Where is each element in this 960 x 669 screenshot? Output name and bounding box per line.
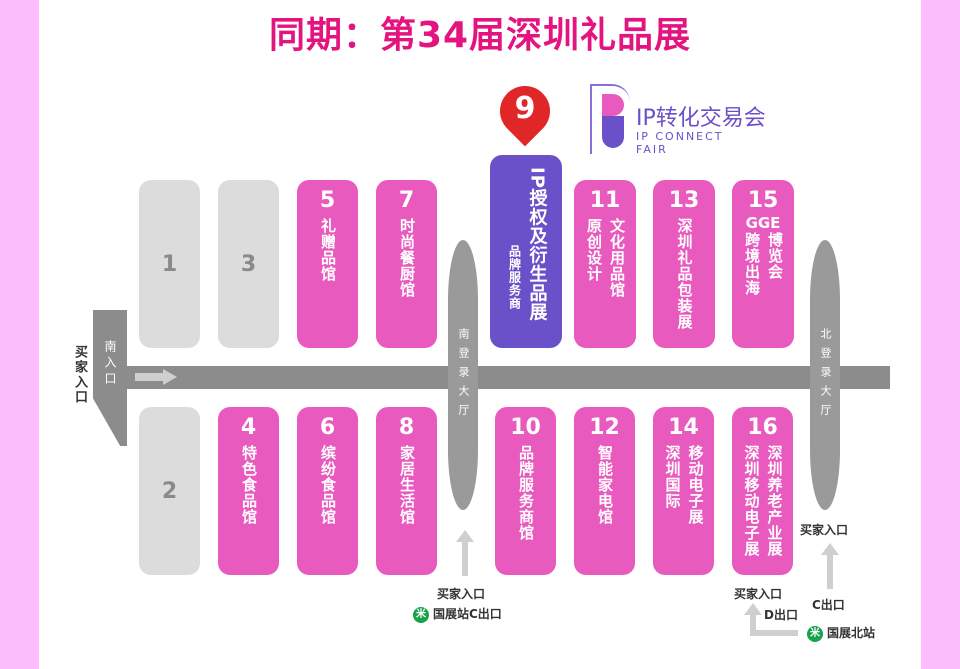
buyer-entrance-south-label: 买家入口 bbox=[72, 345, 87, 405]
main-road bbox=[93, 366, 890, 389]
hall-9-name: IP授权及衍生品展 bbox=[526, 167, 548, 322]
metro-north-label: 国展北站 bbox=[827, 626, 876, 640]
arrow-up-icon bbox=[744, 603, 762, 636]
metro-icon: 米 bbox=[413, 606, 429, 623]
hall-number: 8 bbox=[398, 415, 415, 440]
hall-name: 移动电子展 bbox=[686, 445, 705, 525]
hall-number: 14 bbox=[668, 415, 699, 440]
hall-9[interactable]: 品牌服务商 IP授权及衍生品展 bbox=[490, 155, 562, 348]
hall-number: 2 bbox=[161, 478, 178, 504]
hall-number: 15 bbox=[747, 188, 779, 213]
arrow-up-icon bbox=[821, 543, 839, 589]
hall-11[interactable]: 11 原创设计文化用品馆 bbox=[574, 180, 636, 348]
metro-icon: 米 bbox=[807, 625, 823, 642]
north-lobby[interactable]: 北登录大厅 bbox=[810, 240, 840, 510]
north-lobby-label: 北登录大厅 bbox=[819, 327, 832, 423]
hall-sub: GGE bbox=[745, 214, 781, 232]
buyer-entrance-label: 买家入口 bbox=[437, 587, 486, 601]
hall-name: 深圳移动电子展 bbox=[742, 445, 761, 557]
hall-5[interactable]: 5 礼赠品馆 bbox=[297, 180, 358, 348]
hall-number: 3 bbox=[240, 251, 257, 277]
south-lobby[interactable]: 南登录大厅 bbox=[448, 240, 478, 510]
metro-south-label: 国展站C出口 bbox=[433, 607, 502, 621]
path-line bbox=[750, 630, 798, 636]
south-entrance-label: 南入口 bbox=[103, 340, 117, 388]
location-pin-icon: 9 bbox=[489, 75, 561, 156]
hall-name: 跨境出海 bbox=[743, 232, 761, 296]
hall-16[interactable]: 16 深圳移动电子展深圳养老产业展 bbox=[732, 407, 793, 575]
metro-north[interactable]: 米国展北站 bbox=[807, 624, 875, 642]
hall-number: 11 bbox=[589, 188, 621, 213]
hall-number: 12 bbox=[589, 415, 620, 440]
hall-number: 1 bbox=[161, 251, 178, 277]
hall-name: 深圳礼品包装展 bbox=[675, 218, 694, 330]
hall-name: 家居生活馆 bbox=[398, 445, 416, 525]
hall-number: 16 bbox=[747, 415, 778, 440]
hall-name: 智能家电馆 bbox=[596, 445, 614, 525]
hall-7[interactable]: 7 时尚餐厨馆 bbox=[376, 180, 437, 348]
hall-name: 深圳国际 bbox=[663, 445, 682, 509]
hall-2[interactable]: 2 bbox=[139, 407, 200, 575]
hall-3[interactable]: 3 bbox=[218, 180, 279, 348]
hall-6[interactable]: 6 缤纷食品馆 bbox=[297, 407, 358, 575]
hall-12[interactable]: 12 智能家电馆 bbox=[574, 407, 635, 575]
south-lobby-label: 南登录大厅 bbox=[457, 327, 470, 423]
hall-name: 缤纷食品馆 bbox=[319, 445, 337, 525]
page-title: 同期：第34届深圳礼品展 bbox=[268, 15, 692, 56]
hall-name: 时尚餐厨馆 bbox=[398, 218, 416, 298]
hall-name: 品牌服务商馆 bbox=[517, 445, 535, 541]
hall-name: 特色食品馆 bbox=[240, 445, 258, 525]
hall-1[interactable]: 1 bbox=[139, 180, 200, 348]
buyer-entrance-d-label: 买家入口 bbox=[734, 587, 783, 601]
hall-number: 10 bbox=[510, 415, 541, 440]
hall-name: 礼赠品馆 bbox=[319, 218, 337, 282]
hall-14[interactable]: 14 深圳国际移动电子展 bbox=[653, 407, 714, 575]
exit-d-label: D出口 bbox=[764, 608, 798, 622]
hall-name: 原创设计 bbox=[585, 218, 603, 282]
hall-name: 深圳养老产业展 bbox=[765, 445, 784, 557]
hall-name: 博览会 bbox=[766, 232, 784, 280]
hall-10[interactable]: 10 品牌服务商馆 bbox=[495, 407, 556, 575]
hall-9-sub: 品牌服务商 bbox=[507, 245, 522, 310]
buyer-entrance-north-label: 买家入口 bbox=[800, 523, 849, 537]
hall-number: 5 bbox=[319, 188, 336, 213]
hall-number: 6 bbox=[319, 415, 336, 440]
hall-number: 7 bbox=[398, 188, 415, 213]
hall-number: 13 bbox=[668, 188, 700, 213]
logo-en1: IP CONNECT bbox=[636, 130, 724, 143]
logo-p-icon bbox=[590, 84, 630, 154]
arrow-up-icon bbox=[456, 530, 474, 576]
exit-c-label: C出口 bbox=[812, 598, 845, 612]
hall-name: 文化用品馆 bbox=[608, 218, 626, 298]
metro-south[interactable]: 米国展站C出口 bbox=[413, 605, 502, 623]
arrow-right-icon bbox=[135, 373, 165, 381]
hall-13[interactable]: 13 深圳礼品包装展 bbox=[653, 180, 715, 348]
ip-connect-logo: IP转化交易会 IP CONNECT FAIR bbox=[590, 84, 800, 156]
arrow-right-head bbox=[163, 369, 177, 385]
hall-4[interactable]: 4 特色食品馆 bbox=[218, 407, 279, 575]
logo-en2: FAIR bbox=[636, 143, 668, 156]
logo-cn: IP转化交易会 bbox=[636, 106, 766, 131]
hall-8[interactable]: 8 家居生活馆 bbox=[376, 407, 437, 575]
hall-number: 4 bbox=[240, 415, 257, 440]
